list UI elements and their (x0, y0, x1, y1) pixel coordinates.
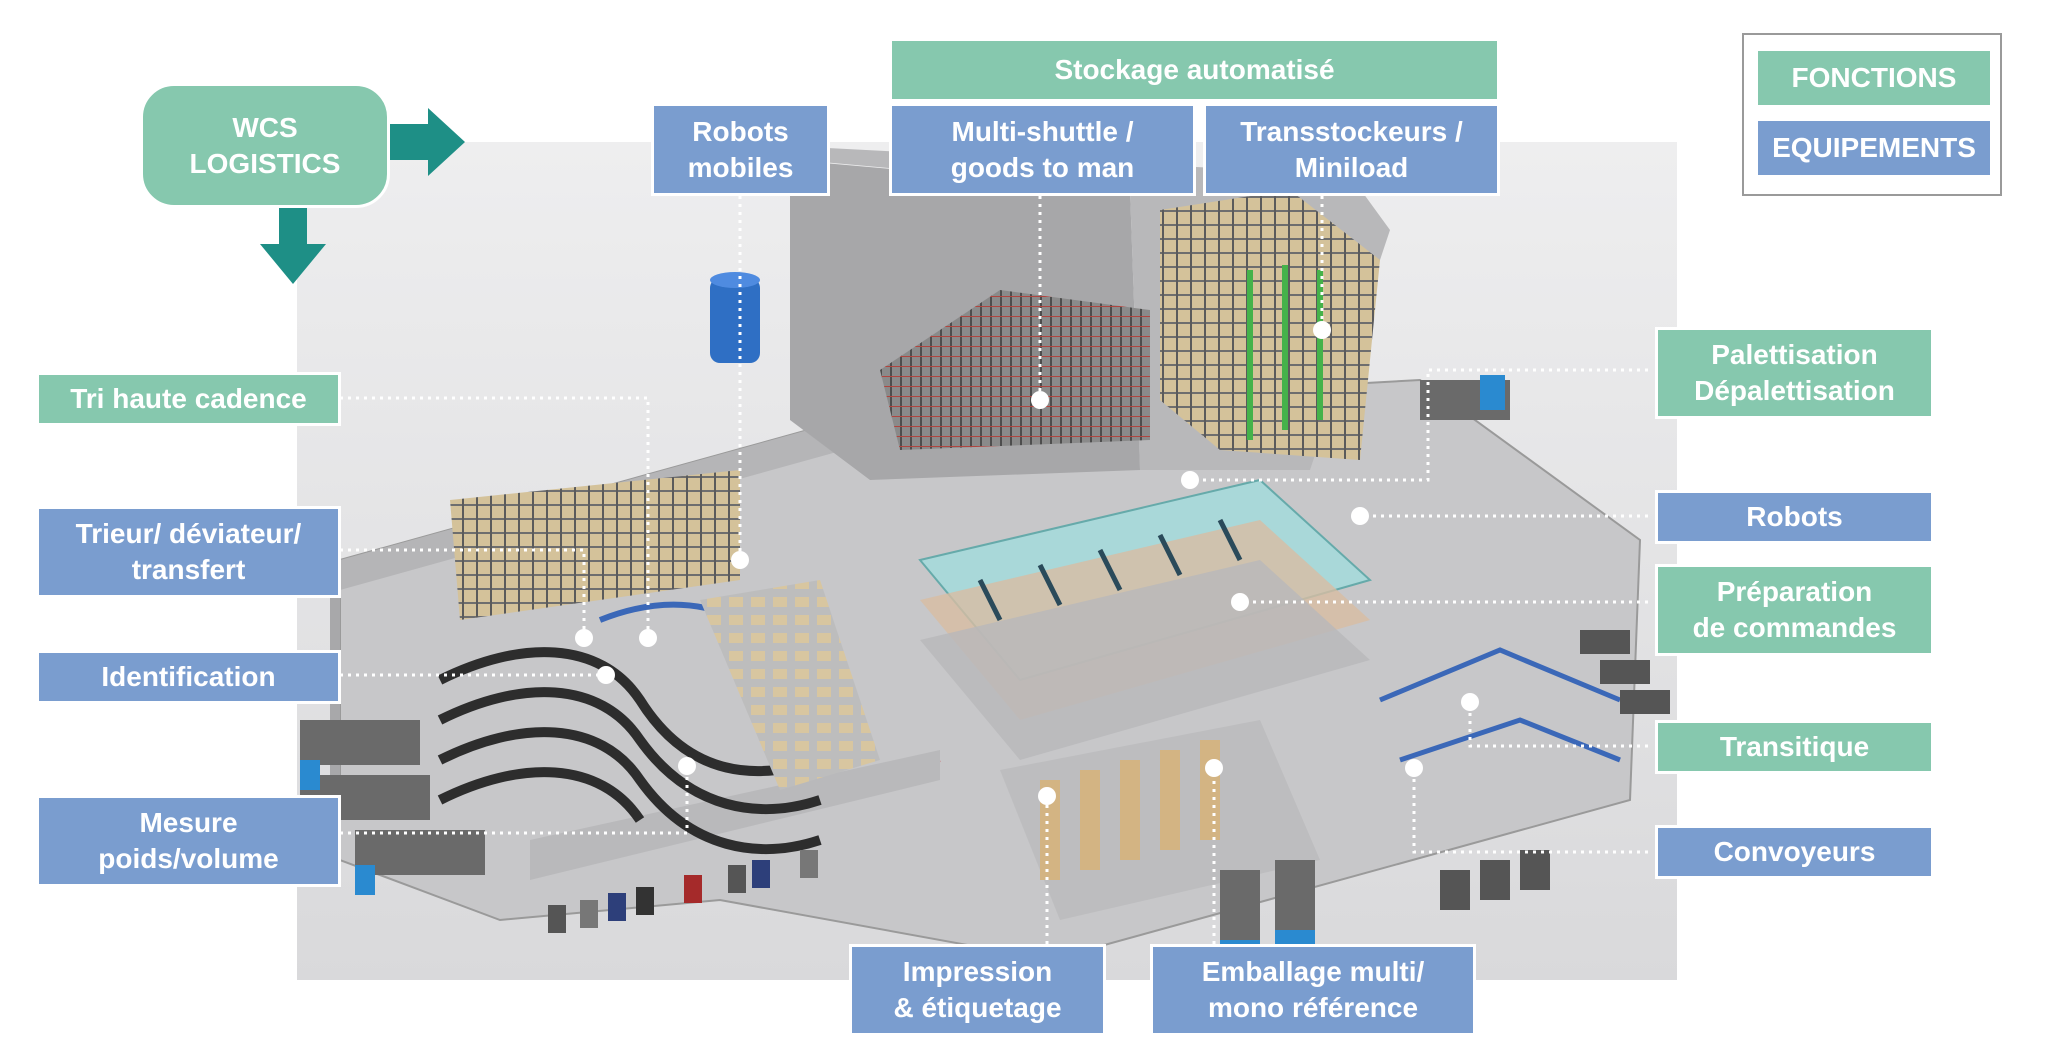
label-identification: Identification (36, 650, 341, 704)
wcs-line2: LOGISTICS (189, 147, 341, 179)
marker-dots (575, 321, 1479, 805)
label-palettisation: Palettisation Dépalettisation (1655, 327, 1934, 419)
trucks-top-right (1420, 375, 1510, 420)
label-impression-etiquetage: Impression & étiquetage (849, 944, 1106, 1036)
label-transitique: Transitique (1655, 720, 1934, 774)
pallet-racks-left (450, 470, 740, 620)
conveyor-right (1379, 647, 1621, 703)
water-tank (710, 278, 760, 363)
label-trieur-deviateur: Trieur/ déviateur/ transfert (36, 506, 341, 598)
label-tri-haute-cadence: Tri haute cadence (36, 372, 341, 426)
arrow-down-icon (260, 208, 326, 284)
wcs-line1: WCS (232, 111, 298, 143)
legend: FONCTIONS EQUIPEMENTS (1742, 33, 2002, 196)
label-robots: Robots (1655, 490, 1934, 544)
arrow-right-icon (390, 108, 465, 176)
wcs-logistics-badge: WCS LOGISTICS (140, 83, 390, 208)
trucks-left (300, 720, 485, 895)
label-multi-shuttle: Multi-shuttle / goods to man (889, 103, 1196, 196)
label-convoyeurs: Convoyeurs (1655, 825, 1934, 879)
parking-cars (548, 850, 818, 933)
label-emballage: Emballage multi/ mono référence (1150, 944, 1476, 1036)
label-robots-mobiles: Robots mobiles (651, 103, 830, 196)
multi-shuttle-racks (880, 290, 1150, 450)
label-stockage-automatise: Stockage automatisé (889, 38, 1500, 102)
sorter-loop-1 (437, 647, 822, 777)
label-transstockeurs: Transstockeurs / Miniload (1203, 103, 1500, 196)
legend-equipment: EQUIPEMENTS (1758, 121, 1990, 175)
pallet-area (700, 580, 880, 790)
label-mesure-poids-volume: Mesure poids/volume (36, 795, 341, 887)
vans-right (1440, 630, 1670, 910)
label-preparation-commandes: Préparation de commandes (1655, 564, 1934, 656)
transstockeur-racks (1160, 190, 1380, 460)
interior-wall (530, 750, 940, 880)
legend-functions: FONCTIONS (1758, 51, 1990, 105)
